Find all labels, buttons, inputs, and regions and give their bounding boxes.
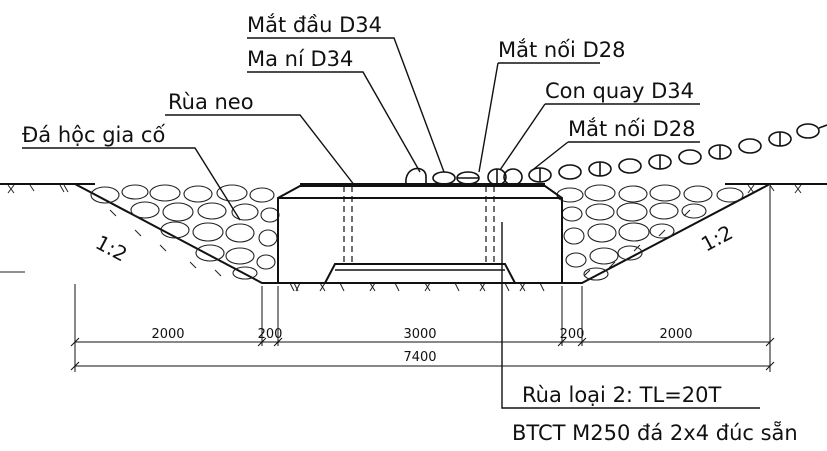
ground-hatch [7, 184, 802, 292]
label-mat-noi-top: Mắt nối D28 [498, 38, 625, 62]
slope-left: 1:2 [92, 230, 132, 266]
label-con-quay: Con quay D34 [545, 79, 694, 103]
callouts: Mắt đầu D34 Ma ní D34 Mắt nối D28 Con qu… [22, 13, 798, 445]
dim-seg-3: 3000 [403, 327, 436, 342]
dimension-values: 2000 200 3000 200 2000 7400 [151, 327, 692, 365]
rock-fill-left [90, 184, 280, 280]
label-btct: BTCT M250 đá 2x4 đúc sẵn [512, 420, 798, 445]
anchor-chain [405, 123, 827, 186]
dim-total: 7400 [403, 350, 436, 365]
dim-seg-4: 200 [560, 327, 585, 342]
label-da-hoc: Đá hộc gia cố [22, 123, 165, 147]
ground-line [0, 183, 827, 273]
label-mat-noi-bottom: Mắt nối D28 [568, 117, 695, 141]
excavation-pit [74, 183, 771, 284]
label-mat-dau: Mắt đầu D34 [247, 13, 382, 37]
end-link-icon [432, 171, 456, 185]
shackle-icon [405, 167, 427, 185]
anchor-block [262, 185, 582, 284]
dim-seg-5: 2000 [659, 327, 692, 342]
leader-lines [22, 37, 760, 409]
slope-right: 1:2 [697, 220, 737, 256]
label-ma-ni: Ma ní D34 [247, 47, 353, 71]
dim-seg-2: 200 [258, 327, 283, 342]
dim-seg-1: 2000 [151, 327, 184, 342]
label-rua-neo: Rùa neo [168, 90, 254, 114]
label-rua-loai: Rùa loại 2: TL=20T [522, 383, 722, 407]
dimension-lines [70, 186, 775, 372]
